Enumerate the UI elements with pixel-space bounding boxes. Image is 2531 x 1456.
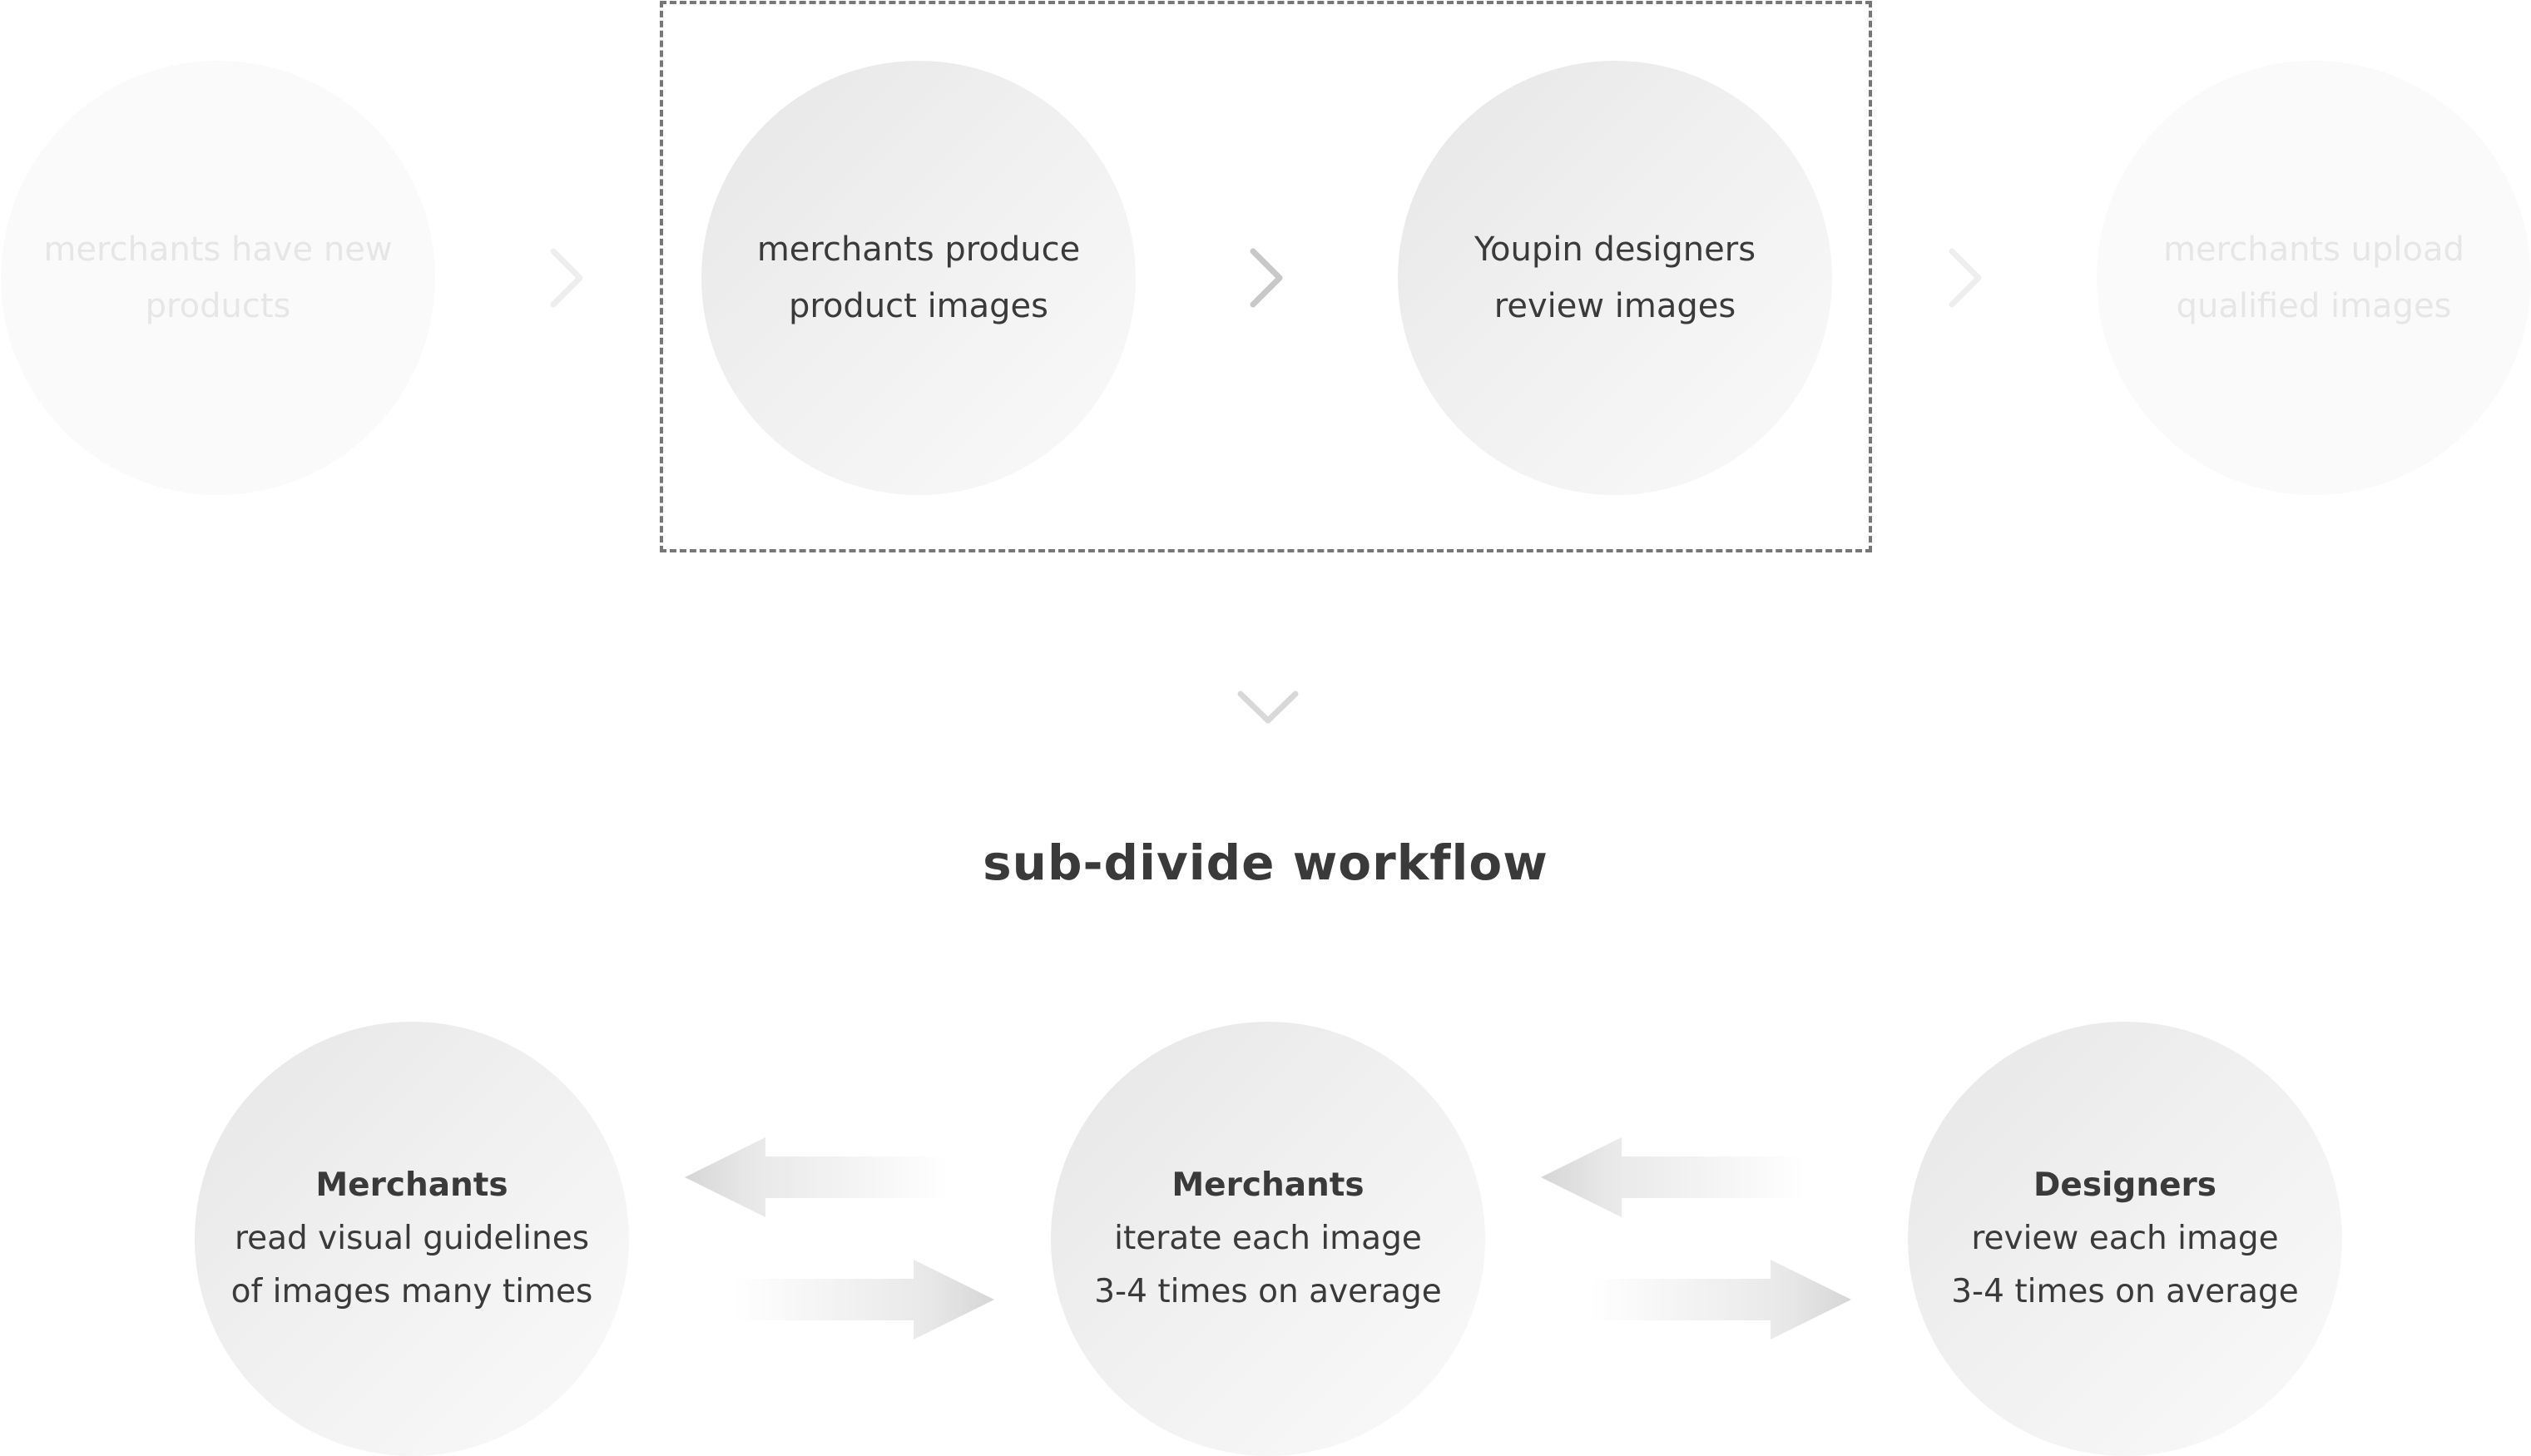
chevron-down-icon xyxy=(1237,691,1299,724)
chevron-right-icon xyxy=(1949,248,1982,308)
arrow-right-icon xyxy=(732,1260,994,1340)
node-heading: Merchants xyxy=(315,1166,508,1204)
step-merchants-produce-images: merchants produce product images xyxy=(701,61,1136,495)
step-label-line: qualified images xyxy=(2176,287,2452,325)
arrow-left-icon xyxy=(1541,1137,1805,1217)
node-heading: Designers xyxy=(2033,1166,2216,1204)
node-label-line: of images many times xyxy=(230,1273,593,1310)
step-label-line: review images xyxy=(1493,287,1736,325)
node-label-line: 3-4 times on average xyxy=(1951,1273,2299,1310)
node-merchants-read-guidelines: Merchants read visual guidelines of imag… xyxy=(195,1022,629,1456)
arrow-left-icon xyxy=(685,1137,949,1217)
step-merchants-upload-images: merchants upload qualified images xyxy=(2097,61,2531,495)
node-label-line: review each image xyxy=(1971,1220,2279,1257)
step-label-line: Youpin designers xyxy=(1474,230,1756,269)
node-merchants-iterate-images: Merchants iterate each image 3-4 times o… xyxy=(1051,1022,1485,1456)
step-label-line: products xyxy=(145,287,291,325)
step-label-line: merchants have new xyxy=(43,230,393,269)
arrow-right-icon xyxy=(1589,1260,1851,1340)
chevron-right-icon xyxy=(1250,248,1283,308)
node-label-line: read visual guidelines xyxy=(234,1220,590,1257)
chevron-right-icon xyxy=(550,248,583,308)
node-label-line: iterate each image xyxy=(1114,1220,1422,1257)
section-title: sub-divide workflow xyxy=(983,834,1548,891)
step-designers-review-images: Youpin designers review images xyxy=(1398,61,1832,495)
step-label-line: merchants upload xyxy=(2163,230,2464,269)
node-heading: Merchants xyxy=(1171,1166,1365,1204)
step-label-line: product images xyxy=(789,287,1048,325)
selected-steps-frame xyxy=(660,1,1872,552)
step-label-line: merchants produce xyxy=(756,230,1081,269)
node-label-line: 3-4 times on average xyxy=(1094,1273,1442,1310)
node-designers-review-images: Designers review each image 3-4 times on… xyxy=(1908,1022,2342,1456)
step-merchants-new-products: merchants have new products xyxy=(1,61,435,495)
